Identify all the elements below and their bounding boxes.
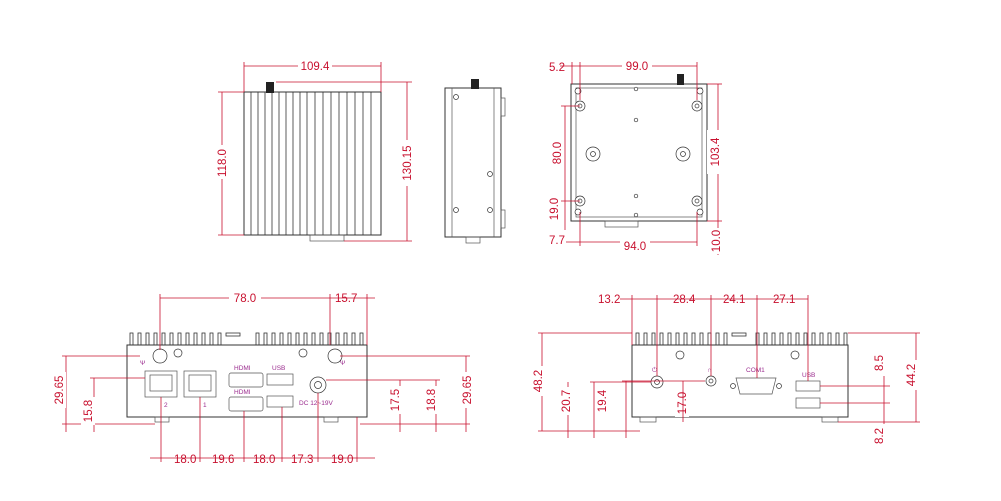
hdmi-bottom-label: HDMI: [234, 389, 251, 396]
bottom-top-offset-dim: 5.2: [549, 62, 565, 74]
top-height-dim: 118.0: [217, 149, 229, 177]
front-bottom-dim-1: 19.6: [212, 454, 234, 466]
rear-view: ⏻ ∩ COM1 USB 13.2 28.4 24.1 27.1 48.2: [531, 294, 920, 448]
bottom-offset-dim: 19.0: [549, 198, 561, 220]
rear-right-dim-2: 8.2: [874, 428, 886, 444]
bottom-right-offset-dim: 10.0: [711, 230, 723, 252]
bottom-left-offset-dim: 7.7: [549, 235, 565, 247]
rear-top-dim-3: 27.1: [773, 294, 795, 306]
rear-top-dim-2: 24.1: [723, 294, 745, 306]
svg-text:⏻: ⏻: [652, 367, 657, 374]
svg-text:Ψ: Ψ: [340, 360, 345, 367]
svg-text:Ψ: Ψ: [140, 360, 145, 367]
rear-left-dim-2: 19.4: [597, 389, 609, 412]
bottom-hole-span-x-dim: 99.0: [626, 61, 648, 73]
lan1-label: 1: [203, 402, 207, 409]
bottom-view: 5.2 99.0 80.0 19.0 103.4 10.0 7.7 94.0: [546, 59, 723, 255]
front-bottom-dim-4: 19.0: [331, 454, 353, 466]
usb-front-label: USB: [272, 365, 285, 372]
usb-rear-label: USB: [802, 372, 815, 379]
rear-left-dim-1: 20.7: [561, 390, 573, 412]
rear-right-dim-1: 44.2: [906, 364, 918, 386]
front-left-dim-1: 15.8: [83, 400, 95, 422]
hdmi-top-label: HDMI: [234, 365, 251, 372]
rear-right-dim-0: 8.5: [874, 355, 886, 371]
side-view: [444, 79, 506, 244]
bottom-span-dim: 94.0: [624, 241, 646, 253]
com-label: COM1: [746, 367, 765, 374]
top-width-dim: 109.4: [301, 61, 330, 73]
bottom-hole-span-y-dim: 80.0: [552, 142, 564, 164]
front-top-dim-1: 15.7: [335, 293, 357, 305]
svg-text:∩: ∩: [707, 367, 712, 374]
rear-left-dim-0: 48.2: [533, 370, 545, 392]
front-bottom-dim-0: 18.0: [174, 454, 196, 466]
front-right-dim-2: 29.65: [462, 376, 474, 405]
front-bottom-dim-2: 18.0: [253, 454, 275, 466]
lan2-label: 2: [164, 402, 168, 409]
front-view: Ψ Ψ 2 1 HDMI HDMI USB DC 12~19V 78.0 15.…: [52, 291, 474, 466]
front-top-dim-0: 78.0: [234, 293, 256, 305]
front-bottom-dim-3: 17.3: [291, 454, 313, 466]
top-overall-height-dim: 130.15: [402, 145, 414, 180]
front-left-dim-0: 29.65: [54, 376, 66, 405]
front-right-dim-1: 18.8: [426, 389, 438, 411]
top-view: 109.4 118.0 130.15: [215, 59, 414, 242]
rear-top-dim-1: 28.4: [673, 294, 696, 306]
dc-label: DC 12~19V: [299, 400, 333, 407]
bottom-height-dim: 103.4: [710, 137, 722, 166]
front-right-dim-0: 17.5: [390, 389, 402, 411]
rear-top-dim-0: 13.2: [598, 294, 620, 306]
